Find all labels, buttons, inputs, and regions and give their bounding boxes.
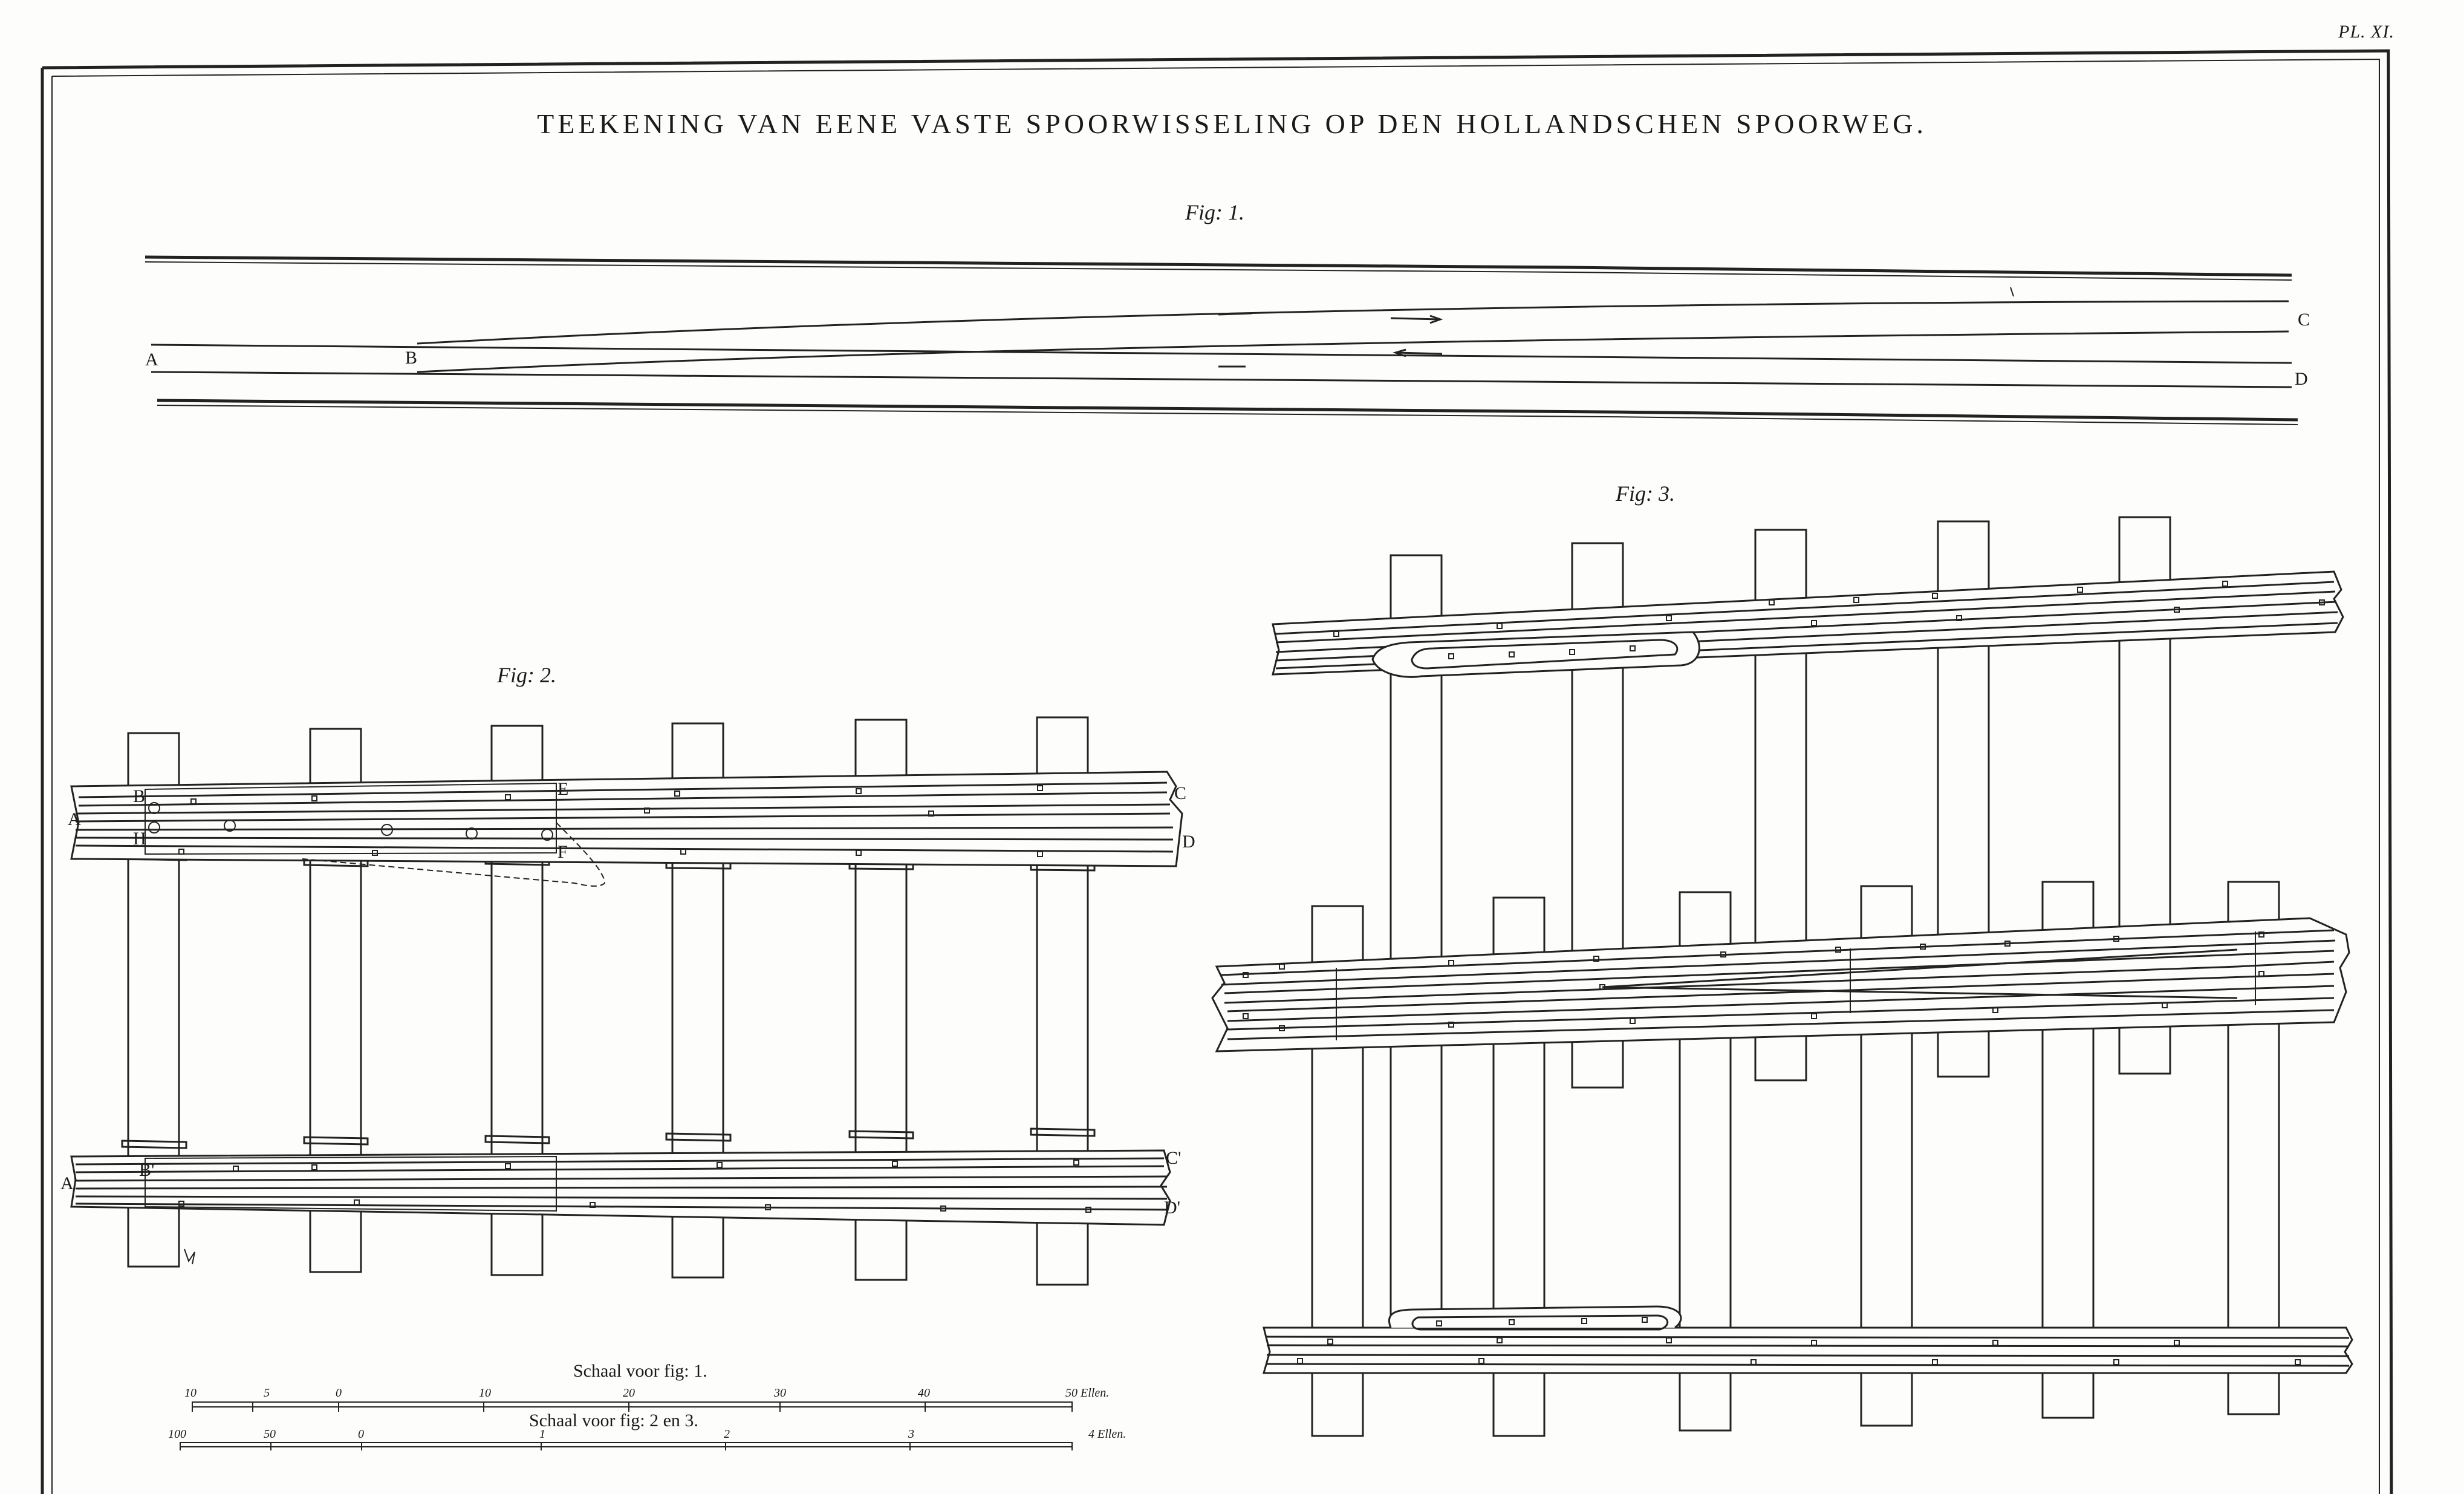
scale-fig1-title: Schaal voor fig: 1. bbox=[573, 1361, 707, 1381]
scale-fig1-tick: 40 bbox=[918, 1386, 930, 1400]
scale-fig23-title: Schaal voor fig: 2 en 3. bbox=[529, 1411, 698, 1430]
fig1-point-d: D bbox=[2295, 369, 2308, 389]
scale-fig1-tick: 10 bbox=[184, 1386, 197, 1400]
scale-fig23-tick: 0 bbox=[358, 1427, 364, 1441]
fig2-point-a: A bbox=[68, 809, 81, 829]
fig2-point-f: F bbox=[557, 842, 568, 862]
fig2-label: Fig: 2. bbox=[497, 663, 556, 687]
fig1-point-a: A bbox=[145, 350, 158, 370]
scale-fig1-tick: 20 bbox=[623, 1386, 635, 1400]
scale-fig1-tick: 0 bbox=[336, 1386, 342, 1400]
plate-number: PL. XI. bbox=[2338, 22, 2394, 42]
fig2-point-d: D bbox=[1182, 832, 1195, 852]
scale-bars bbox=[180, 1401, 1073, 1450]
plate-border bbox=[41, 49, 2393, 1494]
scale-fig1-tick: 5 bbox=[264, 1386, 270, 1400]
plate-title: TEEKENING VAN EENE VASTE SPOORWISSELING … bbox=[537, 108, 1927, 139]
fig2-point-a-prime: A' bbox=[60, 1173, 77, 1193]
scale-fig23-tick: 1 bbox=[539, 1427, 545, 1441]
scale-fig23-tick: 2 bbox=[724, 1427, 730, 1441]
scale-fig23-tick: 50 bbox=[264, 1427, 276, 1441]
scale-fig23-tick: 100 bbox=[168, 1427, 186, 1441]
scale-fig1-tick: 10 bbox=[479, 1386, 491, 1400]
fig2-point-b-prime: B' bbox=[139, 1160, 155, 1180]
scale-fig1-tick: 50 Ellen. bbox=[1065, 1386, 1110, 1400]
fig1-point-c: C bbox=[2298, 310, 2310, 330]
fig2-point-c: C bbox=[1174, 783, 1187, 803]
fig2-point-c-prime: C' bbox=[1166, 1148, 1182, 1168]
scale-fig23-tick: 4 Ellen. bbox=[1088, 1427, 1126, 1441]
fig2-point-h: H bbox=[133, 829, 146, 849]
fig3-label: Fig: 3. bbox=[1616, 481, 1675, 506]
fig1-label: Fig: 1. bbox=[1185, 200, 1244, 224]
fig1-point-b: B bbox=[405, 348, 418, 368]
fig2-diagram bbox=[70, 716, 1183, 1286]
fig3-diagram bbox=[1211, 516, 2353, 1437]
scale-fig23-tick: 3 bbox=[908, 1427, 914, 1441]
fig1-diagram bbox=[145, 255, 2298, 425]
fig2-point-b: B bbox=[133, 786, 146, 806]
scale-fig1-tick: 30 bbox=[774, 1386, 786, 1400]
fig2-point-d-prime: D' bbox=[1164, 1198, 1181, 1218]
fig2-point-e: E bbox=[557, 779, 569, 799]
